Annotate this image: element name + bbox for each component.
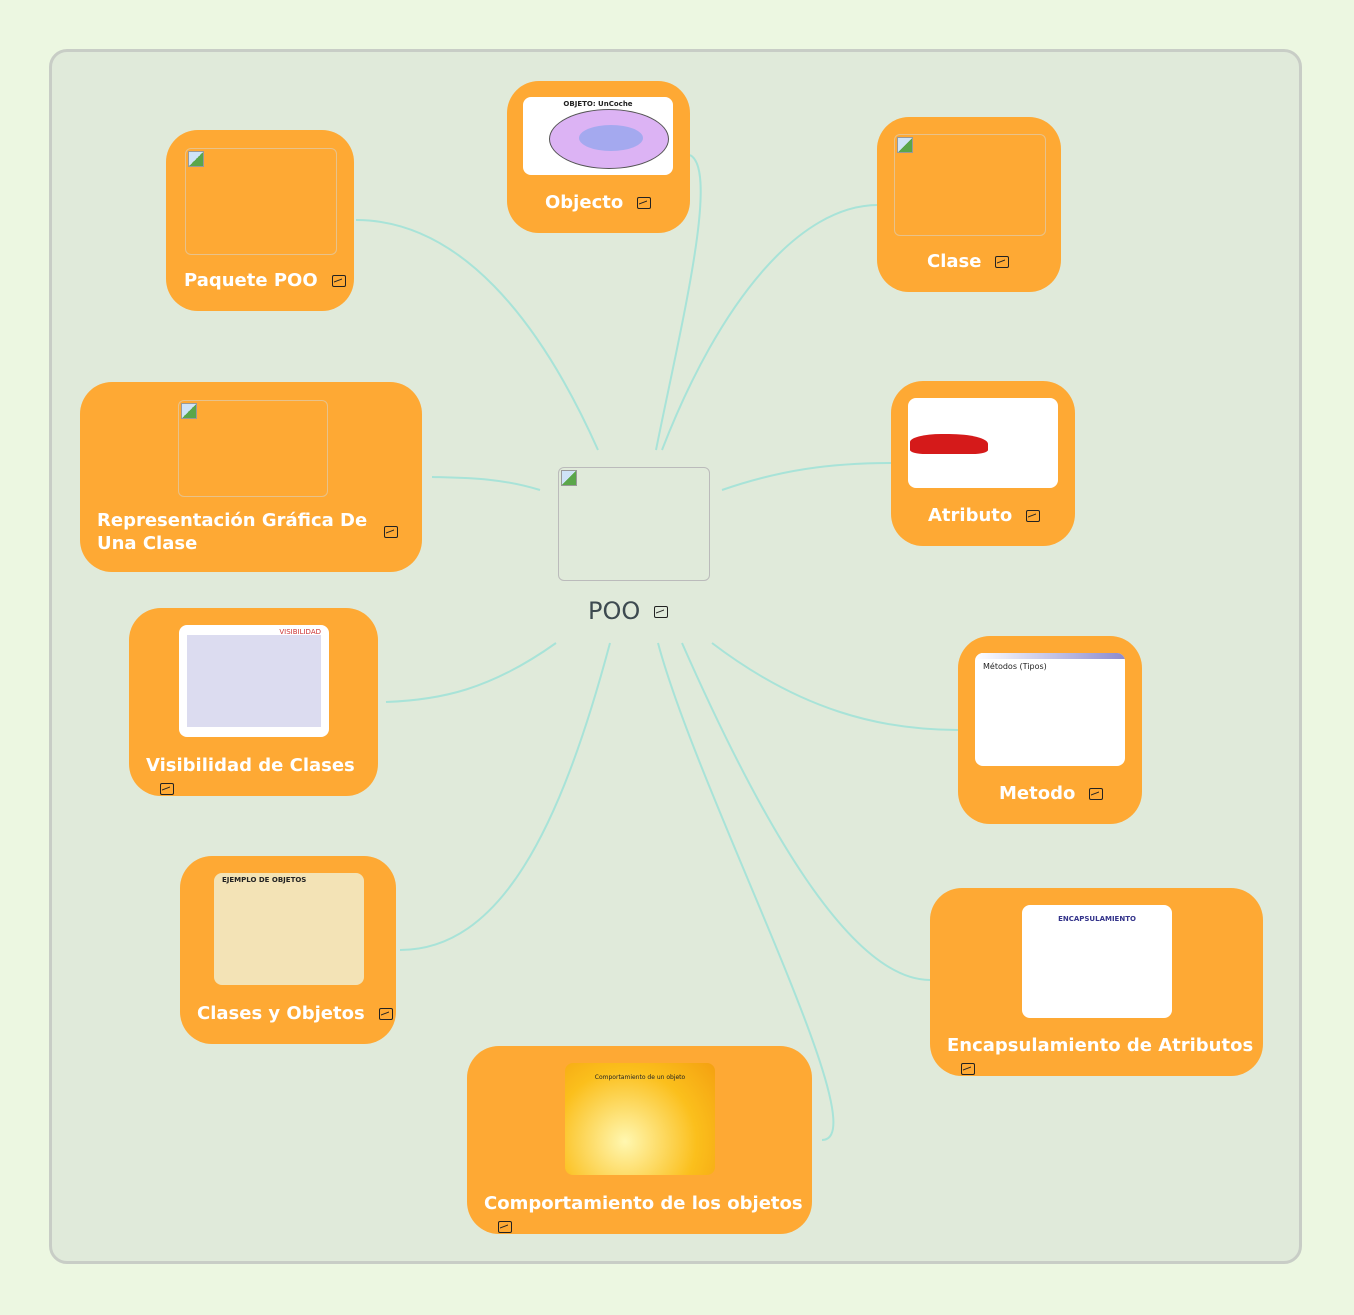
image-caption: Comportamiento de un objeto bbox=[594, 1074, 686, 1081]
image-caption: OBJETO: UnCoche bbox=[563, 100, 633, 108]
node-representacion[interactable]: Representación Gráfica De Una Clase bbox=[80, 382, 422, 572]
connector bbox=[681, 642, 931, 981]
connector bbox=[655, 154, 702, 451]
node-visibilidad[interactable]: VISIBILIDAD Visibilidad de Clases bbox=[129, 608, 378, 796]
node-label: Clase bbox=[927, 251, 982, 272]
node-metodo[interactable]: Métodos (Tipos) Metodo bbox=[958, 636, 1142, 824]
image-caption: Métodos (Tipos) bbox=[983, 662, 1047, 671]
node-clase[interactable]: Clase bbox=[877, 117, 1061, 292]
image-icon bbox=[331, 275, 346, 287]
connector bbox=[711, 642, 959, 731]
node-image: OBJETO: UnCoche bbox=[523, 97, 673, 175]
node-label: Visibilidad de Clases bbox=[146, 755, 355, 776]
node-image bbox=[908, 398, 1058, 488]
node-image bbox=[185, 148, 337, 255]
image-caption: EJEMPLO DE OBJETOS bbox=[222, 876, 307, 884]
node-comportamiento[interactable]: Comportamiento de un objeto Comportamien… bbox=[467, 1046, 812, 1234]
connector bbox=[657, 642, 835, 1141]
node-clases-y-objetos[interactable]: EJEMPLO DE OBJETOS Clases y Objetos bbox=[180, 856, 396, 1044]
node-image bbox=[894, 134, 1046, 236]
image-icon bbox=[995, 256, 1010, 268]
node-image: Métodos (Tipos) bbox=[975, 653, 1125, 766]
connector bbox=[721, 462, 893, 491]
image-icon bbox=[384, 526, 398, 538]
central-image bbox=[558, 467, 710, 581]
node-label: Comportamiento de los objetos bbox=[484, 1193, 803, 1214]
node-label: Metodo bbox=[999, 783, 1076, 804]
image-icon bbox=[1026, 510, 1041, 522]
connector bbox=[399, 642, 611, 951]
node-label: Paquete POO bbox=[184, 270, 318, 291]
image-caption: ENCAPSULAMIENTO bbox=[1058, 915, 1136, 923]
image-icon bbox=[160, 783, 174, 795]
node-label: Representación Gráfica De Una Clase bbox=[97, 510, 368, 554]
connector bbox=[385, 642, 557, 703]
connector bbox=[431, 476, 541, 491]
node-objecto[interactable]: OBJETO: UnCoche Objecto bbox=[507, 81, 690, 233]
node-paquete-poo[interactable]: Paquete POO bbox=[166, 130, 354, 311]
node-label: Objecto bbox=[545, 192, 624, 213]
node-image: Comportamiento de un objeto bbox=[565, 1063, 715, 1175]
node-image bbox=[178, 400, 328, 497]
node-label: Atributo bbox=[928, 505, 1013, 526]
image-caption: VISIBILIDAD bbox=[279, 628, 321, 636]
image-icon bbox=[654, 606, 669, 618]
node-label: Clases y Objetos bbox=[197, 1003, 365, 1024]
image-icon bbox=[637, 197, 652, 209]
image-icon bbox=[378, 1008, 393, 1020]
central-label: POO bbox=[588, 597, 641, 625]
image-icon bbox=[1089, 788, 1104, 800]
node-encapsulamiento[interactable]: ENCAPSULAMIENTO Encapsulamiento de Atrib… bbox=[930, 888, 1263, 1076]
image-icon bbox=[498, 1221, 512, 1233]
node-atributo[interactable]: Atributo bbox=[891, 381, 1075, 546]
node-image: ENCAPSULAMIENTO bbox=[1022, 905, 1172, 1018]
node-image: VISIBILIDAD bbox=[179, 625, 329, 737]
node-image: EJEMPLO DE OBJETOS bbox=[214, 873, 364, 985]
image-icon bbox=[961, 1063, 975, 1075]
connector bbox=[661, 204, 879, 451]
node-label: Encapsulamiento de Atributos bbox=[947, 1035, 1254, 1056]
connector bbox=[355, 219, 599, 451]
